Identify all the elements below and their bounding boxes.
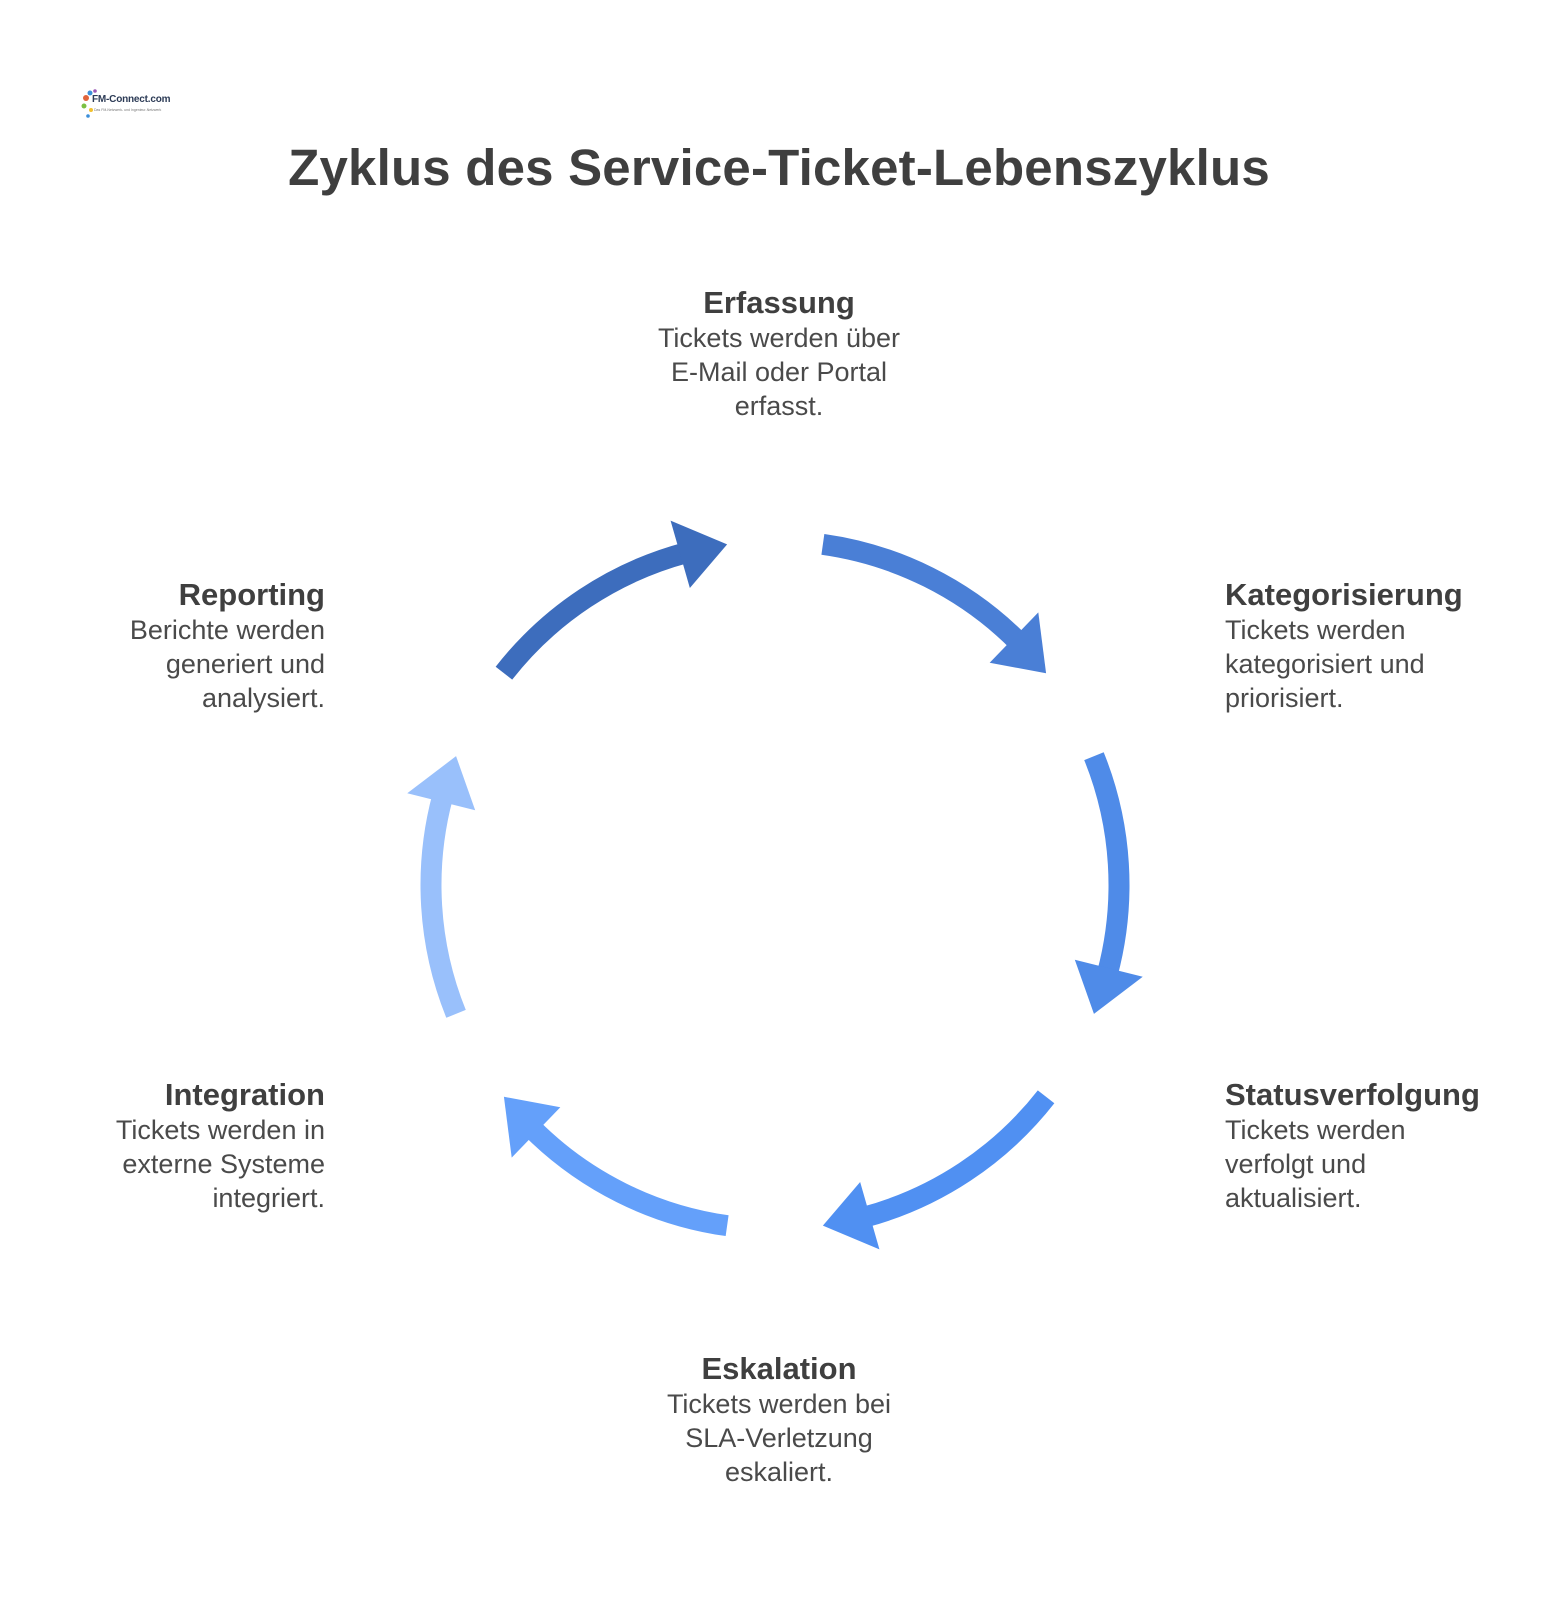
stage-description-line: Tickets werden in xyxy=(115,1115,325,1145)
stage-statusverfolgung: Statusverfolgung Tickets werden verfolgt… xyxy=(1225,1077,1525,1215)
stage-description-line: aktualisiert. xyxy=(1225,1183,1362,1213)
cycle-arrow-status xyxy=(1074,752,1143,1014)
stage-erfassung: Erfassung Tickets werden über E-Mail ode… xyxy=(605,285,953,423)
arrow-shaft xyxy=(861,1090,1055,1228)
stage-description-line: externe Systeme xyxy=(122,1149,325,1179)
stage-description-line: kategorisiert und xyxy=(1225,649,1425,679)
stage-title: Erfassung xyxy=(703,285,855,320)
stage-description-line: Tickets werden über xyxy=(657,323,901,353)
logo-subtext: Das FM-Netzwerk- und Ingenieur-Netzwerk xyxy=(94,108,162,112)
stage-kategorisierung: Kategorisierung Tickets werden kategoris… xyxy=(1225,577,1525,715)
arrow-shaft xyxy=(821,533,1026,650)
arrowhead xyxy=(989,612,1047,674)
arrow-shaft xyxy=(420,793,466,1018)
arrowhead xyxy=(407,756,476,811)
stage-description-line: E-Mail oder Portal xyxy=(670,357,888,387)
stage-title: Integration xyxy=(164,1077,325,1112)
arrowhead xyxy=(670,520,728,588)
stage-description-line: eskaliert. xyxy=(724,1457,834,1487)
stage-description-line: Tickets werden xyxy=(1225,615,1406,645)
arrow-shaft xyxy=(495,542,689,680)
stage-description-line: Tickets werden xyxy=(1225,1115,1406,1145)
stage-title: Eskalation xyxy=(701,1351,857,1386)
arrowhead xyxy=(1074,959,1143,1014)
cycle-arrow-eskalation xyxy=(822,1090,1055,1250)
stage-description-line: SLA-Verletzung xyxy=(685,1423,873,1453)
stage-description-line: generiert und xyxy=(165,649,325,679)
stage-title: Reporting xyxy=(178,577,325,612)
stage-description-line: erfasst. xyxy=(734,391,824,421)
logo-text: FM-Connect.com xyxy=(92,94,171,105)
arrowhead xyxy=(822,1182,880,1250)
stage-description-line: Tickets werden bei xyxy=(666,1389,892,1419)
stage-description-line: integriert. xyxy=(212,1183,325,1213)
cycle-arrow-integration xyxy=(503,1096,729,1237)
stage-eskalation: Eskalation Tickets werden bei SLA-Verlet… xyxy=(605,1351,953,1489)
fm-connect-logo: FM-Connect.com Das FM-Netzwerk- und Inge… xyxy=(80,88,171,128)
stage-description-line: priorisiert. xyxy=(1225,683,1344,713)
arrowhead xyxy=(503,1096,561,1158)
stage-title: Statusverfolgung xyxy=(1225,1077,1480,1112)
stage-description-line: Berichte werden xyxy=(129,615,325,645)
logo-mark-icon xyxy=(81,89,97,118)
diagram-title: Zyklus des Service-Ticket-Lebenszyklus xyxy=(288,139,1270,196)
arrow-shaft xyxy=(524,1120,729,1237)
stage-description-line: verfolgt und xyxy=(1225,1149,1367,1179)
cycle-arrow-erfassung xyxy=(495,520,728,680)
cycle-arrow-kategorisierung xyxy=(821,533,1047,674)
arrow-shaft xyxy=(1084,752,1130,977)
stage-title: Kategorisierung xyxy=(1225,577,1463,612)
stage-integration: Integration Tickets werden in externe Sy… xyxy=(0,1077,325,1215)
stage-description-line: analysiert. xyxy=(201,683,325,713)
stage-reporting: Reporting Berichte werden generiert und … xyxy=(0,577,325,715)
cycle-arrow-reporting xyxy=(407,756,476,1018)
